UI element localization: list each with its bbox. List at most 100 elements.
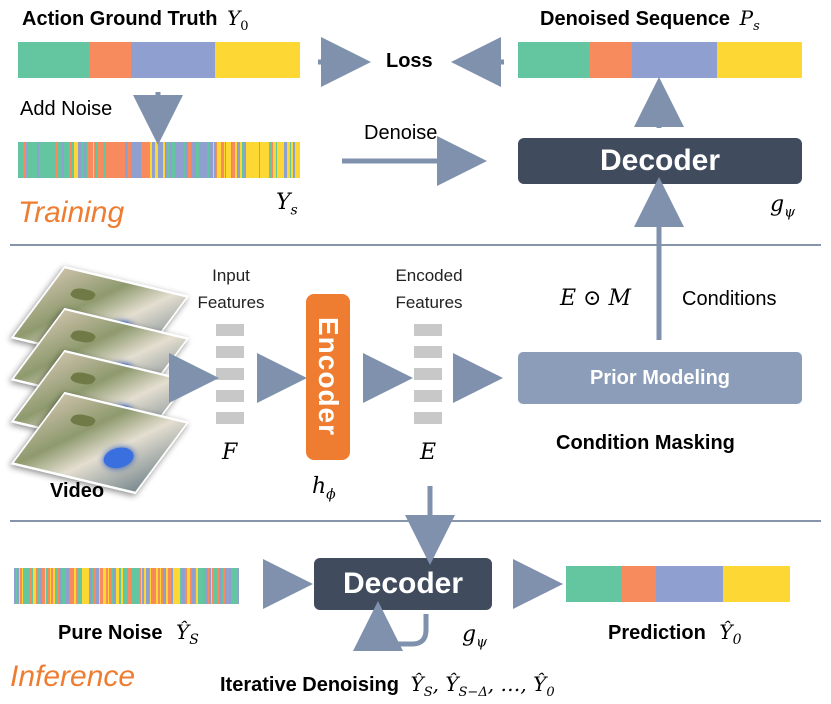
noise-stripe — [234, 568, 236, 604]
noise-stripe — [178, 568, 180, 604]
noise-stripe — [231, 142, 232, 178]
noise-stripe — [29, 142, 31, 178]
noise-stripe — [101, 568, 103, 604]
noise-stripe — [158, 568, 160, 604]
noise-stripe — [165, 142, 167, 178]
noise-stripe — [225, 142, 226, 178]
noise-stripe — [117, 142, 119, 178]
inference-phase-label: Inference — [10, 660, 136, 693]
prior-modeling-block: Prior Modeling — [518, 352, 802, 404]
noise-stripe — [78, 568, 79, 604]
noise-stripe — [153, 568, 154, 604]
noise-stripe — [135, 568, 137, 604]
noise-stripe — [57, 568, 59, 604]
noise-stripe — [55, 568, 57, 604]
noise-stripe — [259, 142, 260, 178]
separator-top — [10, 244, 821, 246]
noise-stripe — [154, 568, 156, 604]
noise-stripe — [136, 142, 139, 178]
noise-stripe — [152, 568, 153, 604]
noise-stripe — [205, 568, 208, 604]
video-label: Video — [50, 480, 105, 502]
noise-stripe — [228, 568, 229, 604]
noise-stripe — [30, 568, 32, 604]
action-segment — [130, 42, 216, 78]
add-noise-label: Add Noise — [20, 98, 113, 120]
encoded-token — [414, 324, 442, 336]
noise-stripe — [208, 568, 209, 604]
denoised-sequence-bar — [518, 42, 802, 78]
noise-stripe — [111, 142, 114, 178]
noise-stripe — [73, 142, 74, 178]
noise-stripe — [123, 568, 126, 604]
noise-stripe — [57, 142, 60, 178]
noise-stripe — [250, 142, 251, 178]
noise-stripe — [274, 142, 276, 178]
noise-stripe — [214, 142, 215, 178]
encoder-block: Encoder — [306, 294, 350, 460]
noise-stripe — [190, 568, 192, 604]
noise-stripe — [95, 568, 96, 604]
noise-stripe — [75, 142, 78, 178]
noise-stripe — [276, 142, 277, 178]
noise-stripe — [150, 142, 152, 178]
noise-stripe — [82, 142, 84, 178]
noise-stripe — [149, 568, 150, 604]
noise-stripe — [56, 142, 57, 178]
noise-stripe — [89, 142, 90, 178]
noise-stripe — [45, 568, 46, 604]
noise-stripe — [232, 142, 235, 178]
action-segment — [566, 566, 622, 602]
noise-stripe — [158, 142, 160, 178]
noise-stripe — [130, 142, 131, 178]
noise-stripe — [161, 568, 163, 604]
noise-stripe — [207, 142, 209, 178]
ground-truth-sequence-bar — [18, 42, 300, 78]
noise-stripe — [198, 568, 200, 604]
noise-stripe — [130, 568, 131, 604]
noise-stripe — [106, 142, 108, 178]
iterative-denoising-label: Iterative Denoising ŶS, ŶS−Δ, …, Ŷ0 — [220, 672, 555, 700]
noise-stripe — [94, 568, 95, 604]
noise-stripe — [45, 142, 48, 178]
noise-stripe — [277, 142, 278, 178]
noise-stripe — [194, 142, 196, 178]
noise-stripe — [203, 142, 204, 178]
noise-stripe — [139, 142, 141, 178]
noise-stripe — [209, 568, 210, 604]
noise-stripe — [266, 142, 267, 178]
pure-noise-label: Pure Noise ŶS — [58, 620, 199, 648]
training-phase-label: Training — [18, 196, 125, 229]
noise-stripe — [227, 568, 228, 604]
noise-stripe — [83, 568, 86, 604]
noise-stripe — [141, 568, 142, 604]
noise-stripe — [261, 142, 262, 178]
noise-stripe — [32, 142, 35, 178]
noise-stripe — [210, 568, 211, 604]
encoded-token — [414, 412, 442, 424]
noise-stripe — [72, 568, 74, 604]
noise-stripe — [96, 568, 99, 604]
noise-stripe — [108, 142, 109, 178]
noise-stripe — [53, 142, 56, 178]
noise-stripe — [192, 568, 195, 604]
e-symbol: E — [420, 440, 437, 465]
noise-stripe — [65, 568, 66, 604]
noise-stripe — [100, 568, 101, 604]
noise-stripe — [185, 568, 187, 604]
noise-stripe — [212, 568, 214, 604]
noise-stripe — [35, 142, 37, 178]
noise-stripe — [120, 568, 121, 604]
noise-stripe — [21, 142, 23, 178]
noise-stripe — [163, 568, 166, 604]
noise-stripe — [31, 142, 32, 178]
action-segment — [622, 566, 656, 602]
noise-stripe — [27, 568, 30, 604]
noise-stripe — [151, 568, 152, 604]
noise-stripe — [139, 568, 141, 604]
noise-stripe — [178, 142, 179, 178]
feature-token — [216, 390, 244, 402]
noise-stripe — [147, 142, 150, 178]
noise-stripe — [278, 142, 280, 178]
